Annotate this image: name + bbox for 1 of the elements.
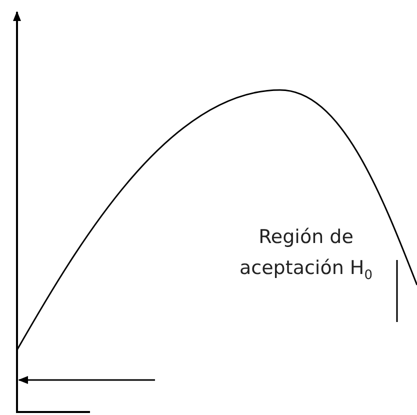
- region-label: Región de aceptación H$_{0}$: [238, 225, 374, 285]
